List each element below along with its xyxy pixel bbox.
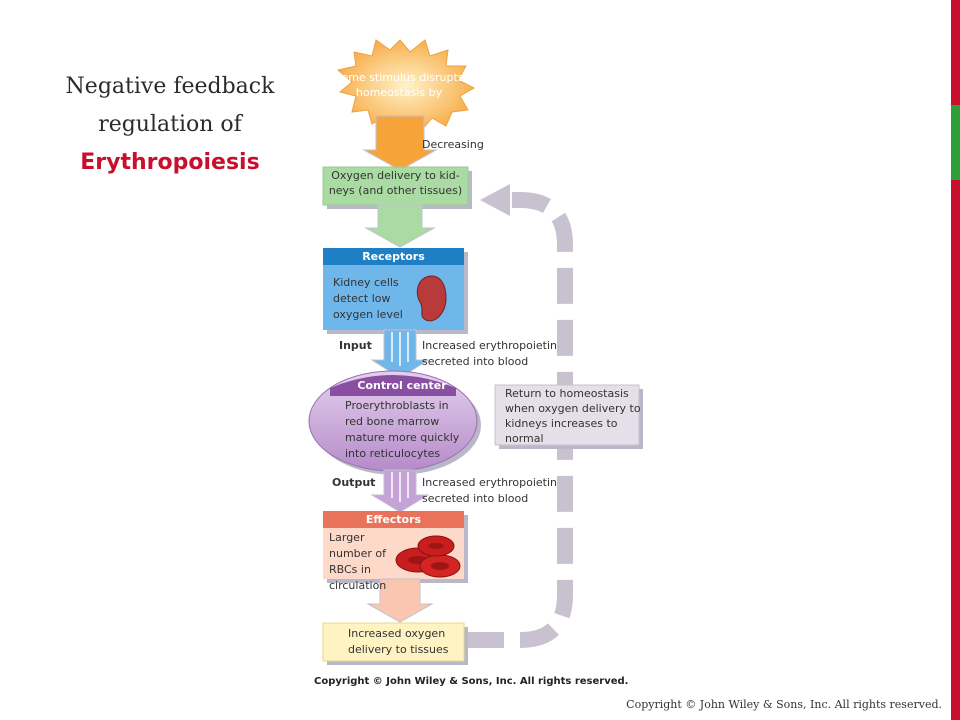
accent-bar-red [951,0,960,720]
response-text: Increased oxygen delivery to tissues [348,627,449,656]
receptors-text: Kidney cells detect low oxygen level [333,276,403,321]
input-text: Increased erythropoietin secreted into b… [422,339,558,368]
kidney-icon [416,275,447,322]
homeostasis-return-box [494,384,640,446]
receptors-header: Receptors [362,250,425,263]
stimulus-text: Some stimulus disrupts homeostasis by [334,71,464,99]
control-center-header: Control center [357,379,447,392]
return-loop-arrow [468,192,573,648]
decreasing-label: Decreasing [422,138,484,151]
response-box [322,622,465,662]
slide-title-line-2: regulation of [98,112,242,137]
controlled-condition-box [322,166,469,206]
output-label: Output [332,476,376,489]
effectors-text: Larger number of RBCs in circulation [329,531,387,592]
arrow-response [366,578,434,623]
slide-title-line-3: Erythropoiesis [80,150,260,175]
effectors-header: Effectors [365,513,422,526]
controlled-condition-text: Oxygen delivery to kid-neys (and other t… [328,169,463,197]
arrow-condition [364,204,436,248]
slide-footer: Copyright © John Wiley & Sons, Inc. All … [626,698,942,711]
accent-bar-green [951,105,960,180]
slide-title-line-1: Negative feedback [65,74,275,99]
output-text: Increased erythropoietin secreted into b… [422,476,558,505]
control-center-text: Proerythroblasts in red bone marrow matu… [345,399,460,460]
homeostasis-return-text: Return to homeostasis when oxygen delive… [505,387,641,445]
diagram-copyright: Copyright © John Wiley & Sons, Inc. All … [314,676,629,687]
input-label: Input [339,339,372,352]
red-blood-cells-icon [395,535,461,578]
return-arrowhead [480,184,510,216]
arrow-stimulus [362,115,438,171]
